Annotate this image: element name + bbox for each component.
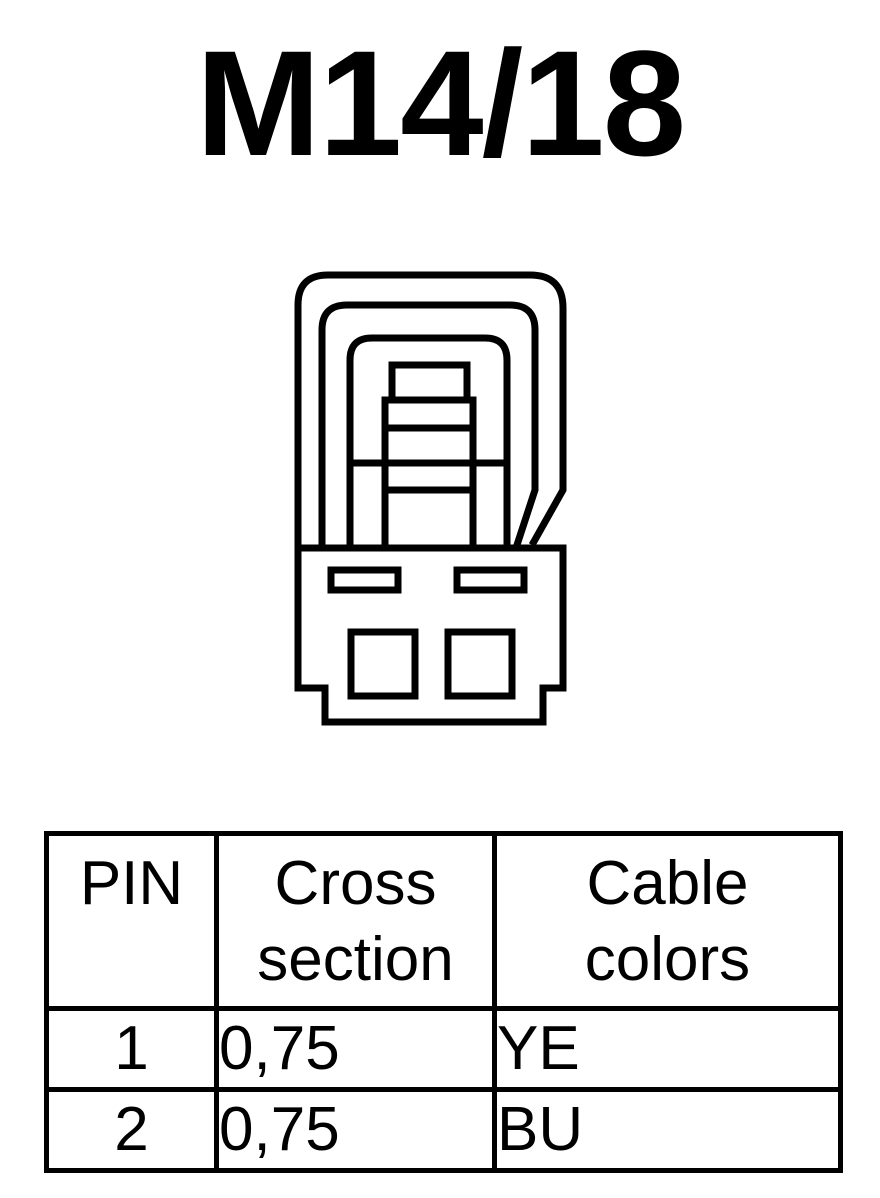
pin-number: 1 [44,1006,219,1092]
header-pin: PIN [44,831,219,1011]
latch-lower-block [381,396,477,552]
header-cross-section: Cross section [214,831,497,1011]
housing-outer-outline [294,271,567,548]
housing-middle-loop [318,301,539,550]
pin-cavity-2 [444,628,516,700]
pin-assignment-table: PIN Cross section Cable colors 1 0,75 YE… [44,831,843,1173]
latch-top-block [388,361,471,404]
connector-title: M14/18 [195,19,686,187]
connector-body [294,544,567,726]
pin-number: 2 [44,1087,219,1173]
cable-color-value: BU [492,1087,843,1173]
table-row: 1 0,75 YE [44,1006,843,1092]
cable-color-value: YE [492,1006,843,1092]
table-row: 2 0,75 BU [44,1087,843,1173]
connector-diagram [294,271,567,726]
cross-section-value: 0,75 [214,1006,497,1092]
contact-slot-2 [453,566,528,594]
header-cable-colors: Cable colors [492,831,843,1011]
pin-cavity-1 [347,628,419,700]
cross-section-value: 0,75 [214,1087,497,1173]
contact-slot-1 [327,566,402,594]
table-header-row: PIN Cross section Cable colors [44,831,843,1011]
housing-inner-loop [346,334,511,548]
